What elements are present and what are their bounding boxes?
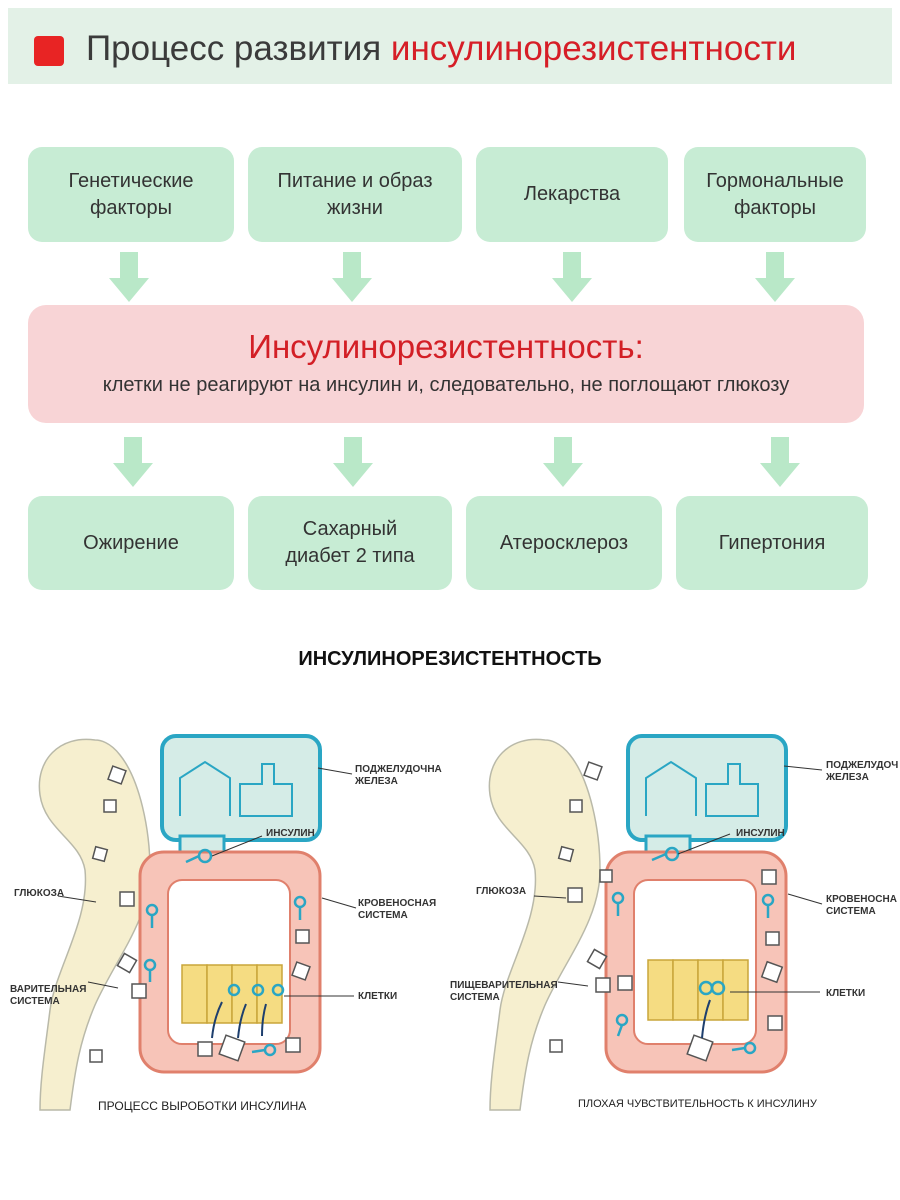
insulin-key-icons [611, 846, 775, 1055]
label-blood-system: КРОВЕНОСНАЯ СИСТЕМА [358, 898, 437, 921]
label-blood-system-right: КРОВЕНОСНА СИСТЕМА [826, 894, 897, 917]
cause-label: Питание и образ жизни [277, 169, 433, 219]
cause-box-genetic: Генетические факторы [28, 147, 234, 242]
title-plain: Процесс развития [86, 29, 391, 68]
label-digestive-system: ВАРИТЕЛЬНАЯ СИСТЕМА [10, 984, 87, 1007]
down-arrow-icon [755, 252, 795, 302]
effect-box-diabetes: Сахарный диабет 2 типа [248, 496, 452, 590]
insulin-resistance-description: клетки не реагируют на инсулин и, следов… [102, 374, 790, 396]
title-highlight: инсулинорезистентности [390, 29, 797, 68]
caption-insulin-production: ПРОЦЕСС ВЫРОБОТКИ ИНСУЛИНА [98, 1099, 307, 1113]
red-square-icon [34, 36, 64, 66]
label-insulin-right: ИНСУЛИН [736, 828, 785, 839]
effect-box-hypertension: Гипертония [676, 496, 868, 590]
down-arrow-icon [543, 437, 583, 487]
down-arrow-icon [333, 437, 373, 487]
factory-icon [179, 760, 293, 817]
page-title: Процесс развития инсулинорезистентности [86, 24, 796, 74]
down-arrow-icon [332, 252, 372, 302]
leader-lines [57, 767, 357, 997]
insulin-resistance-title: Инсулинорезистентность: [248, 328, 644, 365]
label-pancreas: ПОДЖЕЛУДОЧНА ЖЕЛЕЗА [355, 764, 442, 787]
caption-poor-sensitivity: ПЛОХАЯ ЧУВСТВИТЕЛЬНОСТЬ К ИНСУЛИНУ [578, 1098, 817, 1110]
insulin-resistance-box: Инсулинорезистентность: клетки не реагир… [28, 305, 864, 423]
glucose-cube-icons [89, 765, 311, 1063]
effect-label: Гипертония [718, 531, 826, 554]
cell [647, 959, 674, 1021]
cell [672, 959, 699, 1021]
cause-box-drugs: Лекарства [476, 147, 668, 242]
label-digestive-system-right: ПИЩЕВАРИТЕЛЬНАЯ СИСТЕМА [450, 980, 558, 1003]
cause-label: Лекарства [523, 183, 621, 205]
cause-box-hormonal: Гормональные факторы [684, 147, 866, 242]
insulin-key-icons [143, 848, 307, 1057]
down-arrow-icon [760, 437, 800, 487]
label-cells: КЛЕТКИ [358, 991, 398, 1002]
cause-label: Гормональные факторы [706, 169, 844, 219]
label-pancreas-right: ПОДЖЕЛУДОЧ ЖЕЛЕЗА [826, 760, 899, 783]
uptake-arrow-icons [701, 999, 711, 1039]
insulin-production-illustration [38, 734, 357, 1111]
label-insulin: ИНСУЛИН [266, 828, 315, 839]
header-banner: Процесс развития инсулинорезистентности [8, 8, 892, 84]
down-arrow-icon [113, 437, 153, 487]
digestive-tract [488, 738, 601, 1111]
label-glucose: ГЛЮКОЗА [14, 888, 65, 899]
effect-label: Сахарный диабет 2 типа [285, 518, 415, 567]
poor-insulin-sensitivity-illustration [488, 734, 823, 1111]
illustration-title: ИНСУЛИНОРЕЗИСТЕНТНОСТЬ [298, 648, 602, 670]
digestive-tract [38, 738, 151, 1111]
cell [181, 964, 208, 1024]
down-arrow-icon [109, 252, 149, 302]
label-cells-right: КЛЕТКИ [826, 988, 866, 999]
glucose-cube-icons [549, 761, 784, 1062]
factory-icon [645, 760, 759, 817]
cause-label: Генетические факторы [68, 169, 194, 219]
effect-box-obesity: Ожирение [28, 496, 234, 590]
cell [722, 959, 749, 1021]
uptake-arrow-icons [211, 1001, 267, 1039]
label-glucose-right: ГЛЮКОЗА [476, 886, 527, 897]
effect-box-atherosclerosis: Атеросклероз [466, 496, 662, 590]
cause-box-lifestyle: Питание и образ жизни [248, 147, 462, 242]
leader-lines [533, 765, 823, 993]
cell [206, 964, 233, 1024]
effect-label: Ожирение [83, 531, 179, 554]
down-arrow-icon [552, 252, 592, 302]
effect-label: Атеросклероз [499, 531, 629, 554]
